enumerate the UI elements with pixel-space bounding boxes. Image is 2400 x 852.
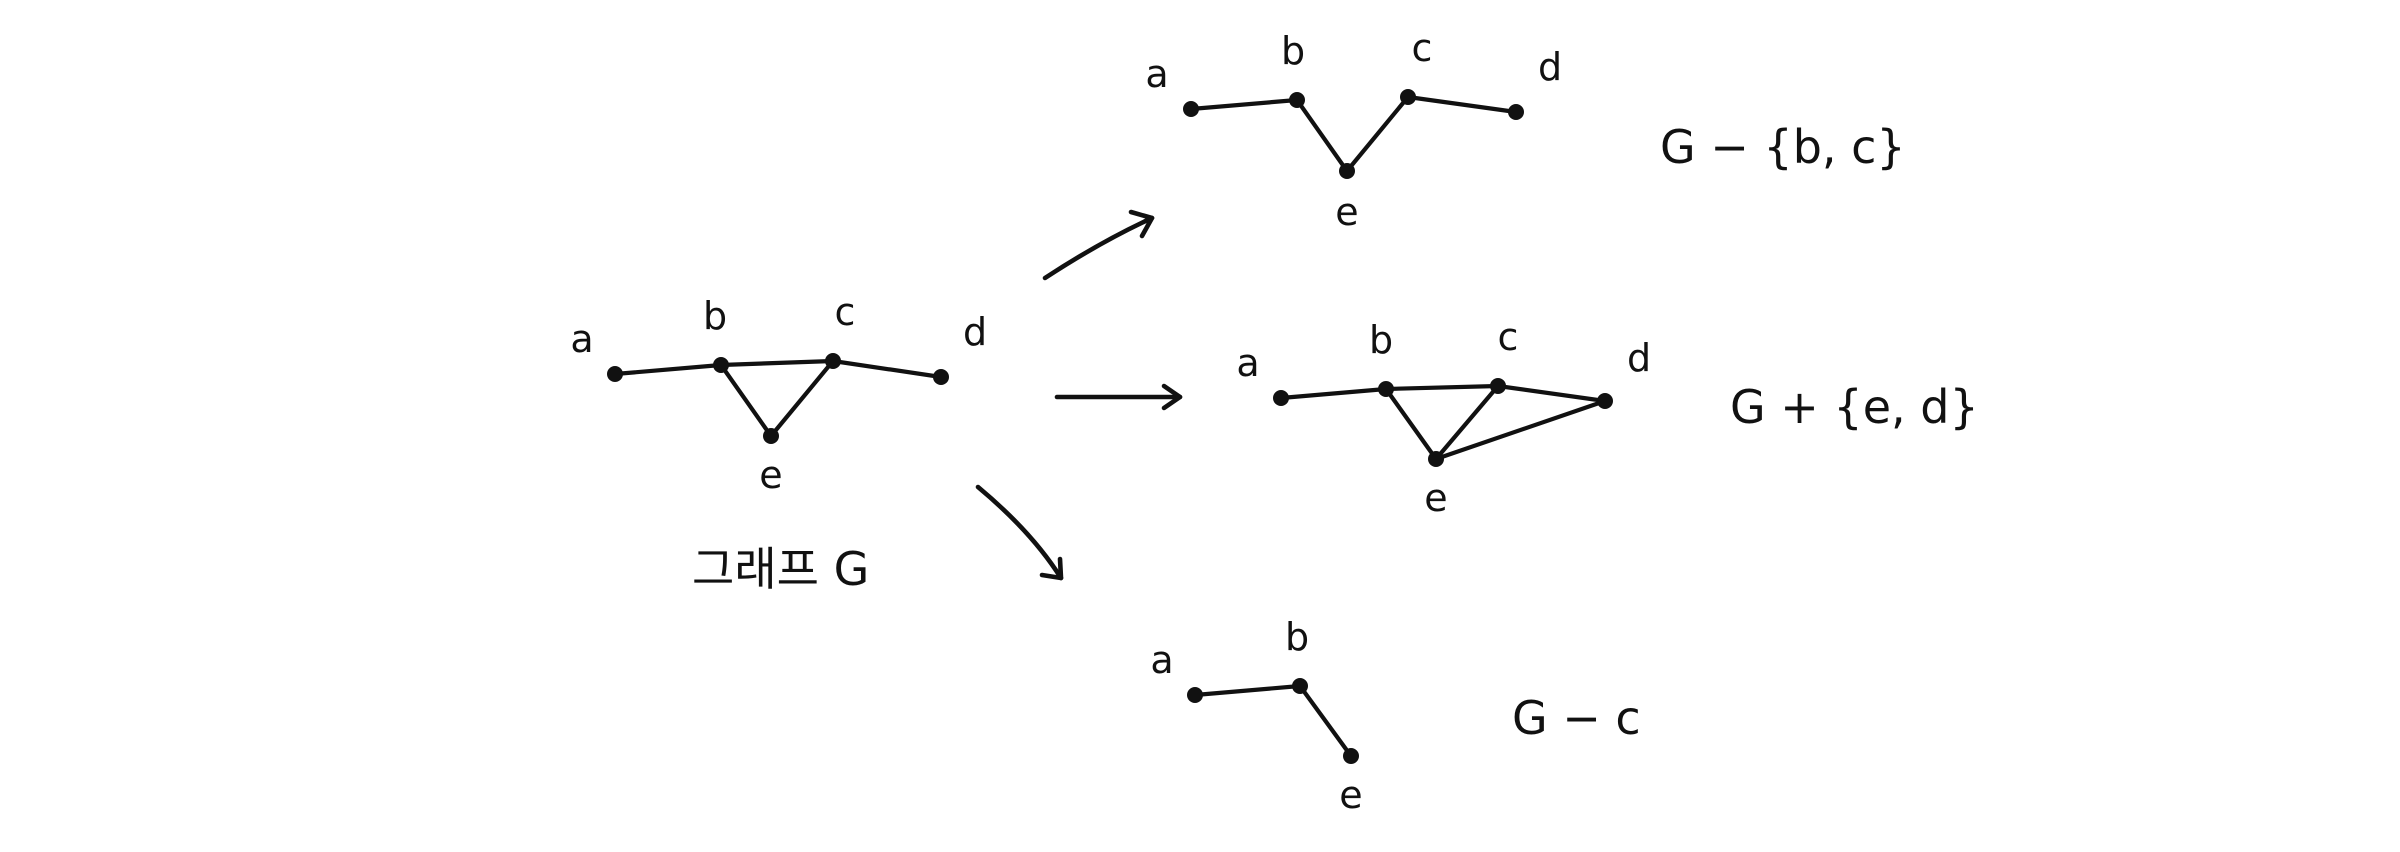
edge-b-e xyxy=(718,362,774,439)
vertex-d xyxy=(1508,104,1524,120)
vertex-d xyxy=(933,369,949,385)
edge-c-d xyxy=(1405,94,1519,115)
vertex-a xyxy=(1273,390,1289,406)
vertex-b xyxy=(1378,381,1394,397)
vertex-label-e: e xyxy=(1424,476,1447,520)
vertex-label-c: c xyxy=(1498,315,1519,359)
edge-a-b xyxy=(1192,683,1303,698)
vertex-label-c: c xyxy=(835,290,856,334)
vertex-b xyxy=(713,357,729,373)
caption-remove-edge-set: G − {b, c} xyxy=(1660,120,1906,174)
vertex-label-e: e xyxy=(759,453,782,497)
graph-original: a b c d e xyxy=(570,290,987,497)
vertex-a xyxy=(1187,687,1203,703)
edge-b-e xyxy=(1297,683,1354,759)
edge-b-c xyxy=(1383,383,1501,392)
vertex-label-a: a xyxy=(1145,52,1168,96)
vertex-label-d: d xyxy=(963,310,987,354)
arrow-to-remove-edge-set xyxy=(1042,209,1155,281)
edge-a-b xyxy=(1278,386,1389,401)
vertex-c xyxy=(825,353,841,369)
vertex-e xyxy=(1343,748,1359,764)
vertex-label-e: e xyxy=(1335,190,1358,234)
vertex-label-b: b xyxy=(1369,318,1393,362)
vertex-c xyxy=(1400,89,1416,105)
vertex-e xyxy=(1428,451,1444,467)
arrow-to-remove-vertex xyxy=(975,484,1064,581)
graph-remove-edge-set: a b c d e xyxy=(1145,26,1562,234)
vertex-label-e: e xyxy=(1339,773,1362,817)
vertex-c xyxy=(1490,378,1506,394)
vertex-label-b: b xyxy=(703,294,727,338)
vertex-label-a: a xyxy=(1150,638,1173,682)
vertex-label-b: b xyxy=(1281,29,1305,73)
edge-c-e xyxy=(768,358,836,439)
vertex-e xyxy=(1339,163,1355,179)
edge-c-d xyxy=(1495,383,1608,404)
vertex-e xyxy=(763,428,779,444)
edge-c-e xyxy=(1344,94,1411,174)
vertex-label-a: a xyxy=(1236,341,1259,385)
vertex-label-d: d xyxy=(1538,45,1562,89)
vertex-label-d: d xyxy=(1627,336,1651,380)
graph-remove-vertex: a b e xyxy=(1150,615,1362,817)
vertex-b xyxy=(1292,678,1308,694)
vertex-a xyxy=(1183,101,1199,117)
edge-b-c xyxy=(718,358,836,368)
edge-c-e xyxy=(1433,383,1501,462)
vertex-label-a: a xyxy=(570,317,593,361)
caption-add-edge: G + {e, d} xyxy=(1730,380,1979,434)
vertex-label-c: c xyxy=(1412,26,1433,70)
edge-c-d xyxy=(830,358,944,380)
caption-original: 그래프 G xyxy=(692,542,869,596)
edge-e-d xyxy=(1433,398,1608,462)
vertex-a xyxy=(607,366,623,382)
caption-remove-vertex: G − c xyxy=(1512,691,1641,745)
arrow-to-add-edge xyxy=(1054,383,1183,411)
edge-b-e xyxy=(1383,386,1439,462)
vertex-b xyxy=(1289,92,1305,108)
vertex-label-b: b xyxy=(1285,615,1309,659)
graph-add-edge: a b c d e xyxy=(1236,315,1651,520)
edge-a-b xyxy=(612,362,724,377)
vertex-d xyxy=(1597,393,1613,409)
edge-a-b xyxy=(1188,97,1300,112)
edge-b-e xyxy=(1294,97,1350,174)
